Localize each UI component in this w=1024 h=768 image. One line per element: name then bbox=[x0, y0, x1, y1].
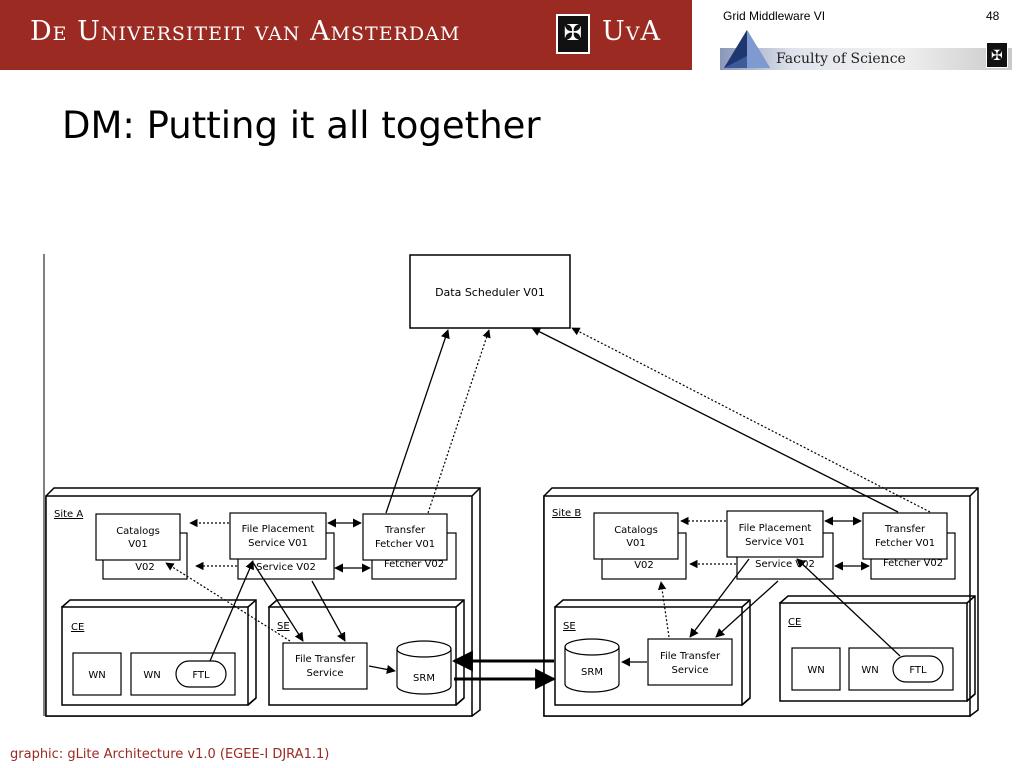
site-b-fps-v02: Service V02 bbox=[755, 559, 815, 570]
site-b-srm: SRM bbox=[581, 667, 603, 678]
site-b-wn2: WN bbox=[861, 665, 878, 676]
connectors bbox=[165, 327, 931, 690]
site-b-tf-label: Transfer bbox=[884, 524, 926, 535]
faculty-name: Faculty of Science bbox=[776, 51, 906, 67]
faculty-bar bbox=[720, 48, 1012, 70]
site-a-fps-v02: Service V02 bbox=[256, 562, 316, 573]
pyramid-logo-icon bbox=[724, 30, 770, 68]
faculty-crest-icon: ✠ bbox=[986, 42, 1008, 68]
site-a-srm: SRM bbox=[413, 673, 435, 684]
crest-icon: ✠ bbox=[556, 14, 590, 54]
site-b-wn1: WN bbox=[807, 665, 824, 676]
site-b-fps-label: File Placement bbox=[739, 523, 812, 534]
site-b-fts-label: File Transfer bbox=[660, 651, 721, 662]
site-b-se-label: SE bbox=[563, 621, 576, 632]
site-b-tf-version: Fetcher V01 bbox=[875, 538, 935, 549]
site-a-tf-version: Fetcher V01 bbox=[375, 539, 435, 550]
site-b-ce-label: CE bbox=[788, 617, 801, 628]
site-a-se-label: SE bbox=[277, 621, 290, 632]
slide-title: DM: Putting it all together bbox=[62, 104, 541, 147]
site-a-wn2: WN bbox=[143, 670, 160, 681]
course-name: Grid Middleware VI bbox=[723, 9, 826, 23]
site-a-tf-label: Transfer bbox=[384, 525, 426, 536]
site-b: Site B V02 Catalogs V01 Service V02 File… bbox=[543, 487, 979, 717]
site-b-tf-v02: Fetcher V02 bbox=[883, 558, 943, 569]
university-name: De Universiteit van Amsterdam bbox=[30, 16, 461, 47]
site-a-fts-label: File Transfer bbox=[295, 654, 356, 665]
site-b-fps-version: Service V01 bbox=[745, 537, 805, 548]
data-scheduler: Data Scheduler V01 bbox=[409, 254, 571, 329]
site-b-catalogs-v02: V02 bbox=[634, 560, 654, 571]
page-number: 48 bbox=[986, 9, 1000, 23]
site-a: Site A V02 Catalogs V01 Service V02 File… bbox=[45, 487, 481, 717]
site-a-label: Site A bbox=[54, 509, 83, 520]
site-a-wn1: WN bbox=[88, 670, 105, 681]
university-short-name: UvA bbox=[602, 16, 661, 47]
site-a-catalogs-label: Catalogs bbox=[116, 526, 160, 537]
site-b-label: Site B bbox=[552, 508, 581, 519]
figure-caption: graphic: gLite Architecture v1.0 (EGEE-I… bbox=[10, 747, 330, 762]
site-a-fts-service: Service bbox=[307, 668, 344, 679]
university-banner: De Universiteit van Amsterdam ✠ UvA bbox=[0, 0, 692, 70]
site-b-ftl: FTL bbox=[909, 665, 927, 676]
site-a-catalogs-version: V01 bbox=[128, 539, 148, 550]
site-b-catalogs-label: Catalogs bbox=[614, 525, 658, 536]
site-a-tf-v02: Fetcher V02 bbox=[384, 559, 444, 570]
site-b-catalogs-version: V01 bbox=[626, 538, 646, 549]
site-a-fps-label: File Placement bbox=[242, 524, 315, 535]
data-scheduler-label: Data Scheduler V01 bbox=[435, 286, 545, 299]
site-b-fts-service: Service bbox=[672, 665, 709, 676]
site-a-catalogs-v02: V02 bbox=[135, 562, 155, 573]
site-a-fps-version: Service V01 bbox=[248, 538, 308, 549]
site-a-ce-label: CE bbox=[71, 622, 84, 633]
site-a-ftl: FTL bbox=[192, 670, 210, 681]
architecture-diagram: Data Scheduler V01 Site A V02 Catalogs V… bbox=[43, 254, 979, 717]
